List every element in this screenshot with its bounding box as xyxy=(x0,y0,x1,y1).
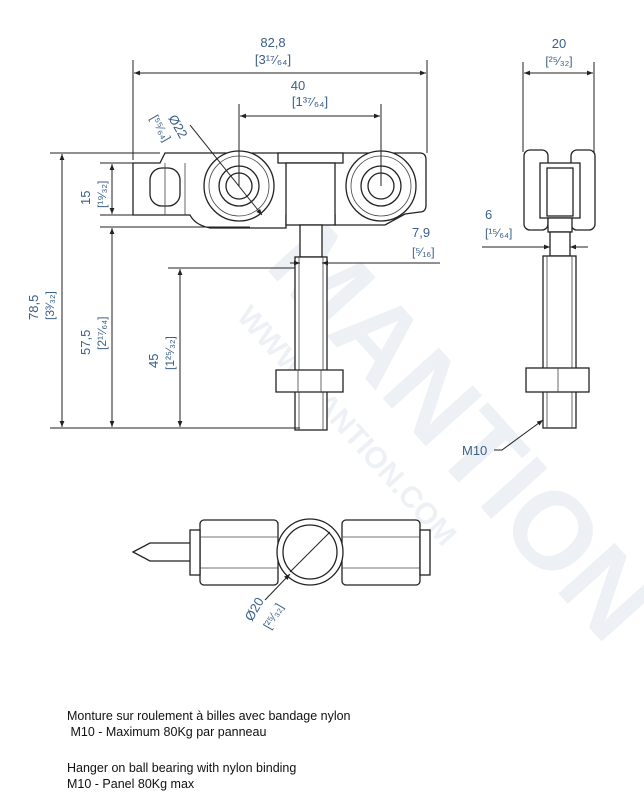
dim-side-neck-inch: [¹⁵⁄₆₄] xyxy=(485,226,512,240)
dim-neck-width-inch: [⁵⁄₁₆] xyxy=(412,245,435,259)
dim-bolt-height: 57,5 xyxy=(78,330,93,355)
dim-wheel-spacing: 40 xyxy=(291,78,305,93)
front-view: 82,8 [3¹⁷⁄₆₄] 40 [1³⁷⁄₆₄] Ø22 [⁵⁵⁄₆₄] 78… xyxy=(26,35,440,431)
side-view: 20 [²⁵⁄₃₂] 6 [¹⁵⁄₆₄] M10 xyxy=(462,36,596,458)
caption-en-line1: Hanger on ball bearing with nylon bindin… xyxy=(67,761,297,775)
dim-tab-height: 15 xyxy=(78,191,93,205)
dim-thread-length-inch: [1²⁵⁄₃₂] xyxy=(163,336,177,370)
dim-bolt-height-inch: [2¹⁷⁄₆₄] xyxy=(95,317,109,350)
caption-en-line2: M10 - Panel 80Kg max xyxy=(67,777,195,791)
dim-side-width: 20 xyxy=(552,36,566,51)
dim-overall-height-inch: [3³⁄₃₂] xyxy=(43,291,57,320)
dim-overall-height: 78,5 xyxy=(26,295,41,320)
dim-overall-width: 82,8 xyxy=(260,35,285,50)
dim-tab-height-inch: [¹⁹⁄₃₂] xyxy=(95,181,109,208)
thread-label: M10 xyxy=(462,443,487,458)
dim-neck-width: 7,9 xyxy=(412,225,430,240)
caption-fr-line1: Monture sur roulement à billes avec band… xyxy=(67,709,351,723)
dim-side-width-inch: [²⁵⁄₃₂] xyxy=(545,54,572,68)
dim-thread-length: 45 xyxy=(146,354,161,368)
caption-fr-line2: M10 - Maximum 80Kg par panneau xyxy=(67,725,267,739)
dim-side-neck: 6 xyxy=(485,207,492,222)
bottom-view: Ø20 [²⁵⁄₃₂] xyxy=(131,518,431,632)
dim-wheel-spacing-inch: [1³⁷⁄₆₄] xyxy=(292,94,328,109)
dim-overall-width-inch: [3¹⁷⁄₆₄] xyxy=(255,52,291,67)
